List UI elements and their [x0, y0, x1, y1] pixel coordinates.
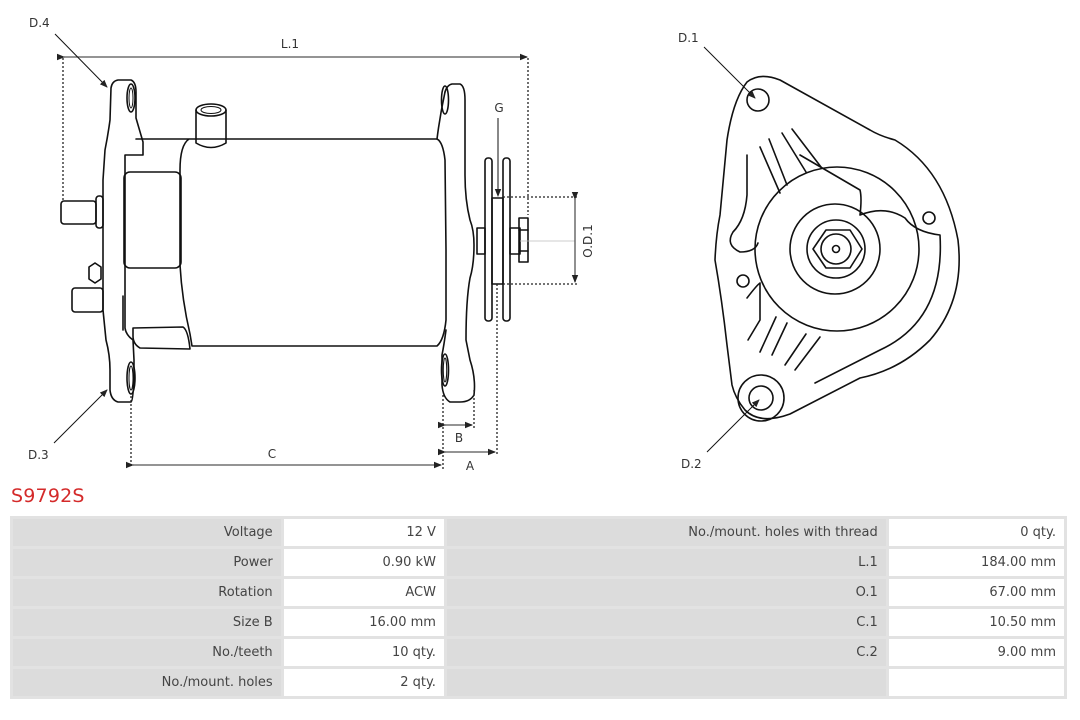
- pinion-flange-right: [502, 157, 511, 322]
- front-lower-mount-hole: [440, 353, 450, 387]
- g-label: G: [494, 101, 503, 115]
- pinion-flange-left: [484, 157, 493, 322]
- rear-bracket: [102, 79, 144, 403]
- rear-upper-mount-hole: [126, 83, 136, 113]
- spec-value: 184.00 mm: [888, 549, 1064, 576]
- d1-mount-hole: [746, 88, 770, 112]
- pinion-nut-hex: [812, 229, 863, 269]
- pinion-inner-ring: [806, 219, 866, 279]
- c-label: C: [268, 447, 276, 461]
- spec-label: Size B: [13, 609, 281, 636]
- spec-label: No./teeth: [13, 639, 281, 666]
- spec-value: 12 V: [283, 519, 444, 546]
- table-row: Size B 16.00 mm C.1 10.50 mm: [13, 609, 1064, 636]
- d3-label: D.3: [28, 448, 49, 462]
- mounting-flange: [714, 75, 960, 420]
- top-fitting: [195, 109, 227, 149]
- small-hole-right: [922, 211, 936, 225]
- spec-label: C.1: [446, 609, 886, 636]
- d2-leader: [706, 399, 760, 453]
- rear-lower-mount-hole: [126, 361, 136, 395]
- terminal-stud-lower: [71, 287, 104, 313]
- drive-end-bracket: [441, 83, 476, 403]
- spec-label-empty: [446, 669, 886, 696]
- d2-mount-boss: [737, 374, 785, 422]
- front-view: D.1 D.2: [678, 31, 960, 471]
- pinion-gear: [491, 197, 504, 285]
- specifications-table: Voltage 12 V No./mount. holes with threa…: [10, 516, 1067, 699]
- technical-drawing: L.1 D.4: [28, 16, 960, 473]
- spec-value-empty: [888, 669, 1064, 696]
- pinion-outer-ring: [789, 203, 881, 295]
- spec-label: O.1: [446, 579, 886, 606]
- part-number-title: S9792S: [11, 485, 85, 507]
- spec-value: ACW: [283, 579, 444, 606]
- shaft: [476, 227, 486, 255]
- spec-value: 10 qty.: [283, 639, 444, 666]
- table-row: Voltage 12 V No./mount. holes with threa…: [13, 519, 1064, 546]
- front-upper-mount-hole: [440, 85, 450, 115]
- d2-label: D.2: [681, 457, 702, 471]
- spec-label: Voltage: [13, 519, 281, 546]
- table-row: Power 0.90 kW L.1 184.00 mm: [13, 549, 1064, 576]
- small-hole-left: [736, 274, 750, 288]
- nose-housing: [754, 166, 920, 332]
- motor-housing: [135, 138, 447, 347]
- a-label: A: [466, 459, 475, 473]
- d1-label: D.1: [678, 31, 699, 45]
- spec-label: No./mount. holes with thread: [446, 519, 886, 546]
- d1-leader: [703, 46, 756, 99]
- pinion-nut: [518, 217, 529, 263]
- table-row: No./mount. holes 2 qty.: [13, 669, 1064, 696]
- spec-label: No./mount. holes: [13, 669, 281, 696]
- side-view: L.1 D.4: [28, 16, 595, 473]
- d3-leader: [53, 389, 108, 444]
- d2-mount-hole: [748, 385, 774, 411]
- spec-value: 0.90 kW: [283, 549, 444, 576]
- spec-value: 9.00 mm: [888, 639, 1064, 666]
- brush-cover: [123, 171, 182, 269]
- b-label: B: [455, 431, 463, 445]
- table-row: No./teeth 10 qty. C.2 9.00 mm: [13, 639, 1064, 666]
- spec-value: 10.50 mm: [888, 609, 1064, 636]
- l1-label: L.1: [281, 37, 299, 51]
- spec-value: 16.00 mm: [283, 609, 444, 636]
- terminal-nut: [88, 262, 102, 284]
- shaft-center: [831, 244, 841, 254]
- table-row: Rotation ACW O.1 67.00 mm: [13, 579, 1064, 606]
- spec-value: 0 qty.: [888, 519, 1064, 546]
- spec-label: L.1: [446, 549, 886, 576]
- spec-value: 2 qty.: [283, 669, 444, 696]
- d4-leader: [54, 33, 108, 88]
- spec-label: C.2: [446, 639, 886, 666]
- terminal-stud-upper: [60, 200, 97, 225]
- d4-label: D.4: [29, 16, 50, 30]
- spec-value: 67.00 mm: [888, 579, 1064, 606]
- spec-label: Power: [13, 549, 281, 576]
- od1-label: O.D.1: [581, 224, 595, 257]
- flange-ribs: [759, 128, 822, 371]
- spec-label: Rotation: [13, 579, 281, 606]
- housing-lip: [132, 326, 191, 350]
